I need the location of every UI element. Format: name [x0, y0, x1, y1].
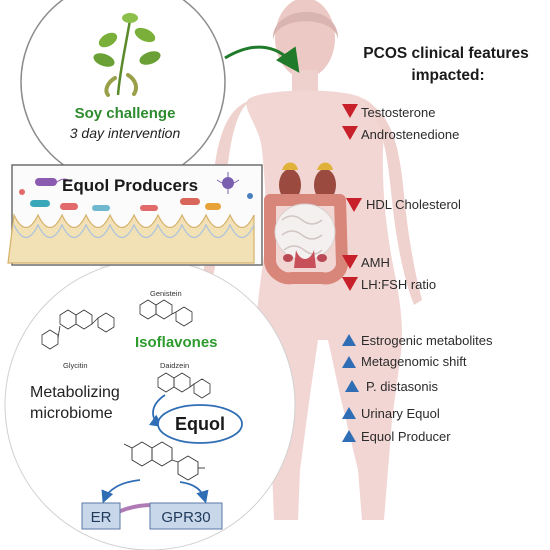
down-triangle-icon	[342, 104, 358, 118]
down-triangle-icon	[342, 126, 358, 140]
body-organs	[264, 162, 348, 285]
up-triangle-icon	[342, 334, 356, 346]
equol-producers-panel: Equol Producers	[7, 164, 263, 266]
feature-label: Equol Producer	[361, 429, 451, 444]
metabolizing-line1: Metabolizing	[30, 384, 120, 401]
feature-label: HDL Cholesterol	[366, 197, 461, 212]
feature-label: Testosterone	[361, 105, 435, 120]
feature-label: Estrogenic metabolites	[361, 333, 493, 348]
up-triangle-icon	[342, 430, 356, 442]
genistein-structure	[139, 299, 193, 327]
isoflavone-structures: Genistein Glycitin Daidzein Isoflavones	[41, 289, 218, 399]
down-triangle-icon	[342, 255, 358, 269]
receptor-gpr30-label: GPR30	[161, 509, 210, 526]
increased-feature: P. distasonis	[345, 379, 439, 394]
equol-to-gpr30-arrow	[179, 481, 209, 504]
equol-label: Equol	[175, 414, 225, 434]
metabolism-panel	[4, 250, 296, 550]
receptor-er-label: ER	[91, 509, 112, 526]
feature-label: AMH	[361, 255, 390, 270]
up-triangle-icon	[342, 356, 356, 368]
soybean-plant-icon	[93, 13, 161, 97]
features-title-line2: impacted:	[411, 67, 484, 84]
soy-challenge-subtitle: 3 day intervention	[70, 125, 181, 141]
decreased-feature: AMH	[342, 255, 390, 270]
soy-challenge-title: Soy challenge	[75, 105, 176, 122]
soy-to-body-arrow	[224, 45, 300, 73]
increased-feature: Estrogenic metabolites	[342, 333, 493, 348]
feature-label: Metagenomic shift	[361, 354, 467, 369]
bacteria-icon	[19, 172, 253, 211]
isoflavones-label: Isoflavones	[135, 334, 218, 351]
daidzein-label: Daidzein	[160, 361, 189, 370]
up-triangle-icon	[345, 380, 359, 392]
decreased-feature: Testosterone	[342, 104, 435, 120]
feature-label: P. distasonis	[366, 379, 439, 394]
down-triangle-icon	[342, 277, 358, 291]
decreased-feature: LH:FSH ratio	[342, 277, 436, 292]
equol-to-er-arrow	[101, 479, 141, 504]
feature-label: Androstenedione	[361, 127, 459, 142]
soy-challenge-panel: Soy challenge 3 day intervention	[20, 0, 226, 185]
equol-structure	[123, 441, 205, 481]
intestinal-villi	[7, 212, 255, 264]
daidzein-structure	[157, 372, 211, 399]
decreased-feature: Androstenedione	[342, 126, 459, 142]
genistein-label: Genistein	[150, 289, 182, 298]
up-triangle-icon	[342, 407, 356, 419]
receptor-gpr30: GPR30	[149, 502, 223, 530]
receptor-er: ER	[81, 502, 121, 530]
equol-node: Equol	[157, 404, 243, 444]
features-title-line1: PCOS clinical features	[363, 45, 528, 62]
glycitin-label: Glycitin	[63, 361, 88, 370]
increased-feature: Metagenomic shift	[342, 354, 467, 369]
pcos-features-panel: PCOS clinical features impacted: Testost…	[342, 45, 529, 444]
glycitin-structure	[41, 309, 115, 350]
down-triangle-icon	[346, 198, 362, 212]
feature-label: LH:FSH ratio	[361, 277, 436, 292]
increased-feature: Urinary Equol	[342, 406, 440, 421]
metabolizing-line2: microbiome	[30, 405, 113, 422]
increased-feature: Equol Producer	[342, 429, 451, 444]
equol-producers-title: Equol Producers	[62, 176, 198, 195]
decreased-feature: HDL Cholesterol	[346, 197, 461, 212]
feature-label: Urinary Equol	[361, 406, 440, 421]
